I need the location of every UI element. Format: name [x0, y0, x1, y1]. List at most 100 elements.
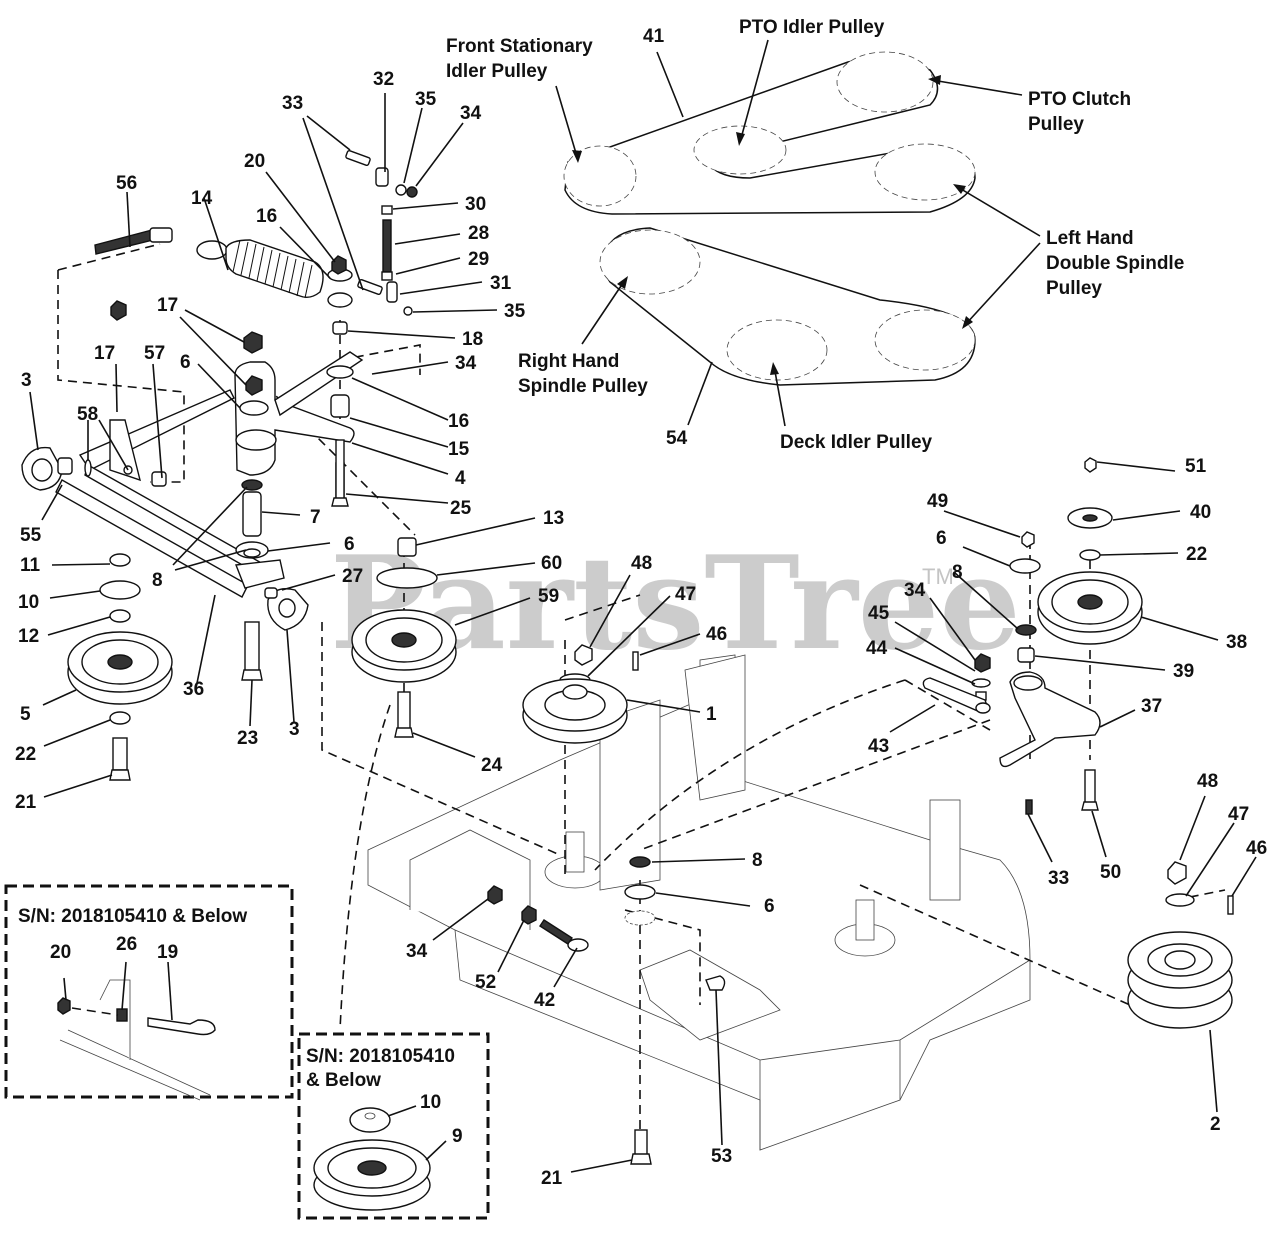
callout-36[interactable]: 36 — [183, 679, 204, 700]
mower-deck — [367, 654, 1031, 1151]
inset-callout-19[interactable]: 19 — [157, 942, 178, 963]
callout-41[interactable]: 41 — [643, 26, 665, 47]
callout-1[interactable]: 1 — [706, 704, 717, 725]
callout-37[interactable]: 37 — [1141, 696, 1162, 717]
inset-callout-20[interactable]: 20 — [50, 942, 71, 963]
callout-34[interactable]: 34 — [455, 353, 477, 374]
callout-57[interactable]: 57 — [144, 343, 165, 364]
callout-42[interactable]: 42 — [534, 990, 555, 1011]
callout-28[interactable]: 28 — [468, 223, 489, 244]
callout-35[interactable]: 35 — [415, 89, 437, 110]
callout-48[interactable]: 48 — [1197, 771, 1218, 792]
callout-59[interactable]: 59 — [538, 586, 559, 607]
callout-8[interactable]: 8 — [752, 850, 763, 871]
callout-55[interactable]: 55 — [20, 525, 42, 546]
callout-52[interactable]: 52 — [475, 972, 496, 993]
callout-25[interactable]: 25 — [450, 498, 472, 519]
inset-callout-9[interactable]: 9 — [452, 1126, 463, 1147]
callout-11[interactable]: 11 — [20, 555, 41, 576]
callout-7[interactable]: 7 — [310, 507, 321, 528]
callout-6[interactable]: 6 — [936, 528, 947, 549]
callout-6[interactable]: 6 — [180, 352, 191, 373]
callout-48[interactable]: 48 — [631, 553, 652, 574]
inset-box-tension-rod: S/N: 2018105410 & Below — [4, 884, 294, 1101]
callout-30[interactable]: 30 — [465, 194, 486, 215]
callout-14[interactable]: 14 — [191, 188, 213, 209]
callout-12[interactable]: 12 — [18, 626, 39, 647]
callout-56[interactable]: 56 — [116, 173, 137, 194]
caption-front-stationary-1: Front Stationary — [446, 36, 593, 57]
left-idler-pulley-stack — [67, 439, 349, 781]
callout-21[interactable]: 21 — [15, 792, 37, 813]
callout-34[interactable]: 34 — [904, 580, 926, 601]
callout-4[interactable]: 4 — [455, 468, 466, 489]
linkage-assembly — [21, 150, 418, 631]
callout-38[interactable]: 38 — [1226, 632, 1247, 653]
caption-left-hand-3: Pulley — [1046, 278, 1102, 299]
callout-17[interactable]: 17 — [157, 295, 178, 316]
callout-6[interactable]: 6 — [764, 896, 775, 917]
callout-27[interactable]: 27 — [342, 566, 363, 587]
center-idler-pulley — [351, 537, 457, 738]
callout-40[interactable]: 40 — [1190, 502, 1211, 523]
leader-lines — [29, 51, 1257, 1173]
right-idler-assembly — [922, 457, 1143, 815]
callout-3[interactable]: 3 — [21, 370, 32, 391]
callout-13[interactable]: 13 — [543, 508, 564, 529]
deck-belt-54 — [599, 227, 976, 386]
callout-53[interactable]: 53 — [711, 1146, 732, 1167]
callout-21[interactable]: 21 — [541, 1168, 563, 1189]
caption-right-hand-1: Right Hand — [518, 351, 619, 372]
callout-29[interactable]: 29 — [468, 249, 489, 270]
callout-20[interactable]: 20 — [244, 151, 265, 172]
caption-pto-clutch-2: Pulley — [1028, 114, 1084, 135]
callout-33[interactable]: 33 — [1048, 868, 1069, 889]
caption-left-hand-1: Left Hand — [1046, 228, 1134, 249]
callout-49[interactable]: 49 — [927, 491, 948, 512]
callout-17[interactable]: 17 — [94, 343, 115, 364]
callout-8[interactable]: 8 — [152, 570, 163, 591]
caption-deck-idler: Deck Idler Pulley — [780, 432, 933, 453]
callout-5[interactable]: 5 — [20, 704, 31, 725]
callout-34[interactable]: 34 — [406, 941, 428, 962]
callout-32[interactable]: 32 — [373, 69, 394, 90]
callout-35[interactable]: 35 — [504, 301, 526, 322]
callout-43[interactable]: 43 — [868, 736, 889, 757]
callout-31[interactable]: 31 — [490, 273, 512, 294]
callout-60[interactable]: 60 — [541, 553, 562, 574]
callout-22[interactable]: 22 — [1186, 544, 1207, 565]
callout-2[interactable]: 2 — [1210, 1114, 1221, 1135]
belt-captions: Front Stationary Idler Pulley PTO Idler … — [446, 17, 1184, 453]
callout-46[interactable]: 46 — [706, 624, 727, 645]
inset-box-idler-pulley: S/N: 2018105410 & Below — [297, 1032, 490, 1220]
callout-22[interactable]: 22 — [15, 744, 36, 765]
callout-16[interactable]: 16 — [256, 206, 277, 227]
inset-2-title-1: S/N: 2018105410 — [306, 1046, 455, 1067]
callout-44[interactable]: 44 — [866, 638, 888, 659]
callout-6[interactable]: 6 — [344, 534, 355, 555]
callout-8[interactable]: 8 — [952, 562, 963, 583]
callout-16[interactable]: 16 — [448, 411, 469, 432]
inset-callout-26[interactable]: 26 — [116, 934, 137, 955]
callout-47[interactable]: 47 — [675, 584, 696, 605]
center-pulley — [522, 644, 639, 744]
callout-39[interactable]: 39 — [1173, 661, 1194, 682]
callout-33[interactable]: 33 — [282, 93, 303, 114]
callout-54[interactable]: 54 — [666, 428, 688, 449]
callout-24[interactable]: 24 — [481, 755, 503, 776]
callout-3[interactable]: 3 — [289, 719, 300, 740]
callout-47[interactable]: 47 — [1228, 804, 1249, 825]
callout-23[interactable]: 23 — [237, 728, 258, 749]
callout-15[interactable]: 15 — [448, 439, 470, 460]
inset-callout-10[interactable]: 10 — [420, 1092, 441, 1113]
callout-51[interactable]: 51 — [1185, 456, 1207, 477]
callout-18[interactable]: 18 — [462, 329, 483, 350]
caption-left-hand-2: Double Spindle — [1046, 253, 1184, 274]
callout-45[interactable]: 45 — [868, 603, 890, 624]
callout-58[interactable]: 58 — [77, 404, 98, 425]
inset-1-title: S/N: 2018105410 & Below — [18, 906, 247, 927]
callout-34[interactable]: 34 — [460, 103, 482, 124]
callout-10[interactable]: 10 — [18, 592, 39, 613]
callout-50[interactable]: 50 — [1100, 862, 1121, 883]
callout-46[interactable]: 46 — [1246, 838, 1267, 859]
